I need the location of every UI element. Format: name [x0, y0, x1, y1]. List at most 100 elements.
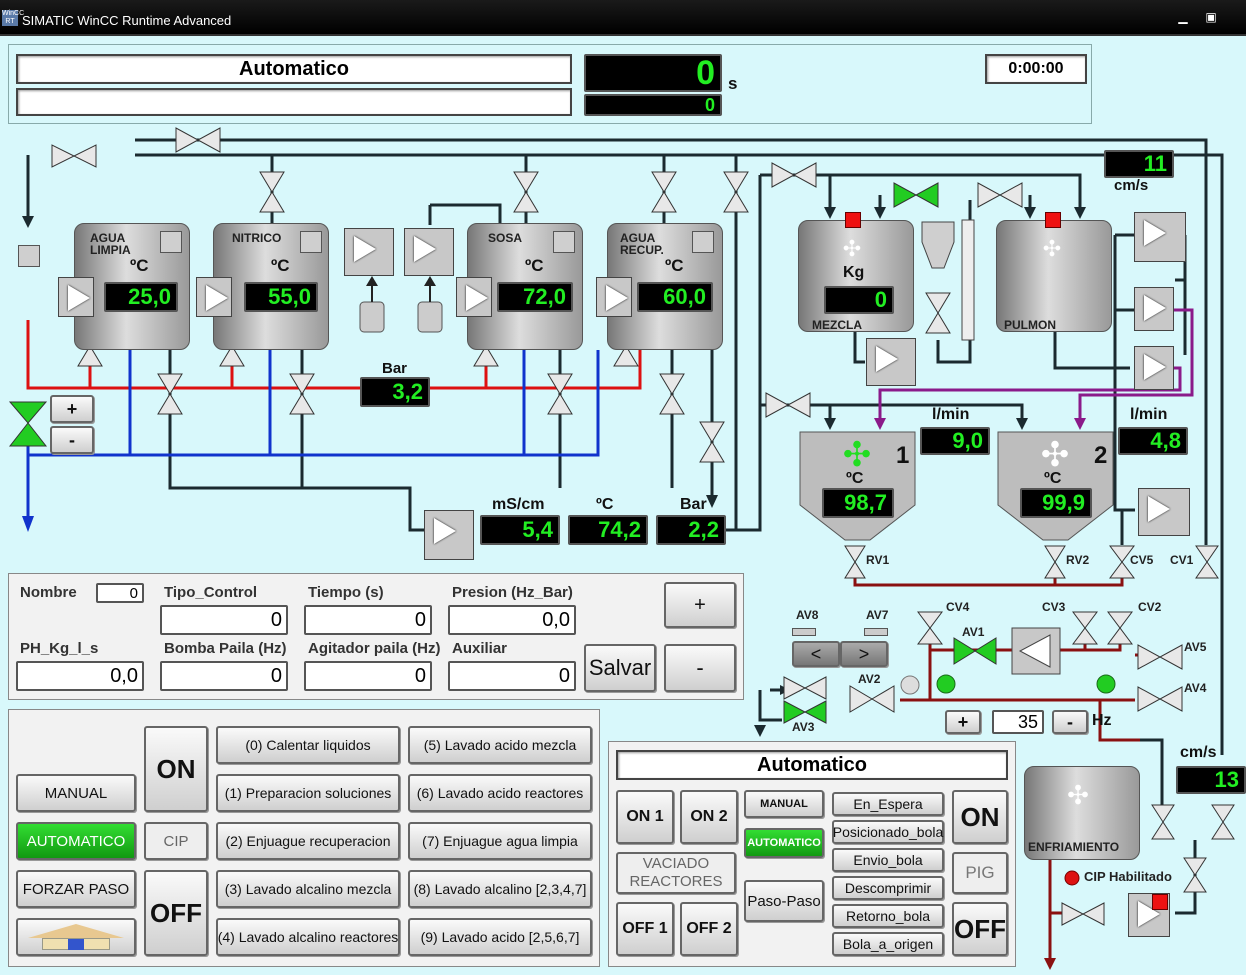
timer-small: 0	[584, 94, 722, 116]
auto-automatico-button[interactable]: AUTOMATICO	[744, 828, 824, 858]
home-button[interactable]	[16, 918, 136, 956]
recipe-minus-button[interactable]: -	[664, 644, 736, 692]
cooling-label: ENFRIAMIENTO	[1028, 840, 1120, 854]
app-logo-icon: WinCC RT	[2, 10, 25, 26]
pump-play-icon[interactable]	[596, 277, 632, 317]
state-bola-a-origen[interactable]: Bola_a_origen	[832, 932, 944, 956]
step-8-button[interactable]: (8) Lavado alcalino [2,3,4,7]	[408, 870, 592, 908]
reactor-2-num: 2	[1094, 442, 1108, 469]
tank-2-temp: 55,0	[244, 282, 318, 312]
on1-button[interactable]: ON 1	[616, 790, 674, 844]
freq-value[interactable]: 35	[992, 710, 1044, 734]
mix-flow-value: 11	[1104, 150, 1174, 178]
minimize-button[interactable]: ▁	[1178, 10, 1188, 24]
state-posicionado-bola[interactable]: Posicionado_bola	[832, 820, 944, 844]
av-left-button[interactable]: <	[792, 641, 840, 667]
freq-unit: Hz	[1092, 712, 1112, 729]
step-0-button[interactable]: (0) Calentar liquidos	[216, 726, 400, 764]
pig-on-button[interactable]: ON	[952, 790, 1008, 844]
agitator-icon: ✣	[1067, 780, 1089, 810]
state-envio-bola[interactable]: Envio_bola	[832, 848, 944, 872]
pump-play-icon[interactable]	[196, 277, 232, 317]
reactor-1-flow: 9,0	[920, 427, 990, 455]
cond-label: mS/cm	[492, 496, 545, 513]
tiempo-field[interactable]: 0	[304, 605, 432, 635]
dosing-pump-play-icon[interactable]	[404, 228, 454, 276]
pump-play-icon[interactable]	[58, 277, 94, 317]
step-2-button[interactable]: (2) Enjuague recuperacion	[216, 822, 400, 860]
valve-cv5-label: CV5	[1130, 553, 1154, 567]
feed-pump-1-play-icon[interactable]	[1134, 287, 1174, 331]
pig-button[interactable]: PIG	[952, 852, 1008, 894]
reactor-2-temp-label: ºC	[1044, 470, 1062, 487]
freq-minus-button[interactable]: -	[1052, 710, 1088, 734]
kg-label: Kg	[843, 264, 865, 281]
state-retorno-bola[interactable]: Retorno_bola	[832, 904, 944, 928]
tank-4-temp: 60,0	[637, 282, 713, 312]
step-5-button[interactable]: (5) Lavado acido mezcla	[408, 726, 592, 764]
valve-av4-label: AV4	[1184, 681, 1207, 695]
step-4-button[interactable]: (4) Lavado alcalino reactores	[216, 918, 400, 956]
freq-plus-button[interactable]: +	[945, 710, 981, 734]
vaciado-reactores-button[interactable]: VACIADO REACTORES	[616, 852, 736, 894]
automatico-button[interactable]: AUTOMATICO	[16, 822, 136, 860]
step-3-button[interactable]: (3) Lavado alcalino mezcla	[216, 870, 400, 908]
bomba-field[interactable]: 0	[160, 661, 288, 691]
status-square	[18, 245, 40, 267]
av2-indicator	[900, 675, 920, 695]
step-7-button[interactable]: (7) Enjuague agua limpia	[408, 822, 592, 860]
recipe-plus-button[interactable]: +	[664, 582, 736, 628]
auto-manual-button[interactable]: MANUAL	[744, 790, 824, 818]
reactor-1-num: 1	[896, 442, 910, 469]
pulmon-label: PULMON	[1004, 318, 1056, 332]
step-6-button[interactable]: (6) Lavado acido reactores	[408, 774, 592, 812]
forzar-paso-button[interactable]: FORZAR PASO	[16, 870, 136, 908]
state-en-espera[interactable]: En_Espera	[832, 792, 944, 816]
av8-indicator	[792, 628, 816, 636]
subtitle-display	[16, 88, 572, 116]
step-9-button[interactable]: (9) Lavado acido [2,5,6,7]	[408, 918, 592, 956]
manual-button[interactable]: MANUAL	[16, 774, 136, 812]
cold-pipe	[26, 350, 600, 520]
reactor-1-temp: 98,7	[822, 488, 894, 518]
cip-button[interactable]: CIP	[144, 822, 208, 860]
cooling-flow-label: cm/s	[1180, 744, 1217, 761]
tank-1-unit: ºC	[130, 256, 149, 275]
off1-button[interactable]: OFF 1	[616, 902, 674, 956]
cip-enabled-label: CIP Habilitado	[1084, 869, 1172, 884]
tipo-field[interactable]: 0	[160, 605, 288, 635]
on2-button[interactable]: ON 2	[680, 790, 738, 844]
pulmon-pump-play-icon[interactable]	[1134, 212, 1186, 262]
av-right-button[interactable]: >	[840, 641, 888, 667]
tank-pulmon	[996, 220, 1112, 332]
off2-button[interactable]: OFF 2	[680, 902, 738, 956]
cv1-pump-play-icon[interactable]	[1138, 488, 1190, 536]
title-bar: WinCC RT SIMATIC WinCC Runtime Advanced …	[0, 0, 1246, 36]
restore-button[interactable]: ▣	[1205, 10, 1217, 24]
mezcla-pump-play-icon[interactable]	[866, 338, 916, 386]
paso-paso-button[interactable]: Paso-Paso	[744, 880, 824, 922]
off-button[interactable]: OFF	[144, 870, 208, 956]
dosing-pump-play-icon[interactable]	[344, 228, 394, 276]
valve-plus-button[interactable]: +	[50, 395, 94, 423]
av7-indicator	[864, 628, 888, 636]
agitador-field[interactable]: 0	[304, 661, 432, 691]
auxiliar-field[interactable]: 0	[448, 661, 576, 691]
valve-rv2-label: RV2	[1066, 553, 1090, 567]
state-descomprimir[interactable]: Descomprimir	[832, 876, 944, 900]
pump-play-icon[interactable]	[456, 277, 492, 317]
tank-2-unit: ºC	[271, 256, 290, 275]
step-1-button[interactable]: (1) Preparacion soluciones	[216, 774, 400, 812]
feed-pump-2-play-icon[interactable]	[1134, 346, 1174, 390]
presion-field[interactable]: 0,0	[448, 605, 576, 635]
feed-pipes	[878, 308, 1194, 425]
nombre-field[interactable]: 0	[96, 583, 144, 603]
on-button[interactable]: ON	[144, 726, 208, 812]
tank-4-unit: ºC	[665, 256, 684, 275]
av-pump	[1011, 627, 1061, 675]
ph-field[interactable]: 0,0	[16, 661, 144, 691]
save-button[interactable]: Salvar	[584, 644, 656, 692]
pig-off-button[interactable]: OFF	[952, 902, 1008, 956]
main-pump-play-icon[interactable]	[424, 510, 474, 560]
valve-minus-button[interactable]: -	[50, 426, 94, 454]
